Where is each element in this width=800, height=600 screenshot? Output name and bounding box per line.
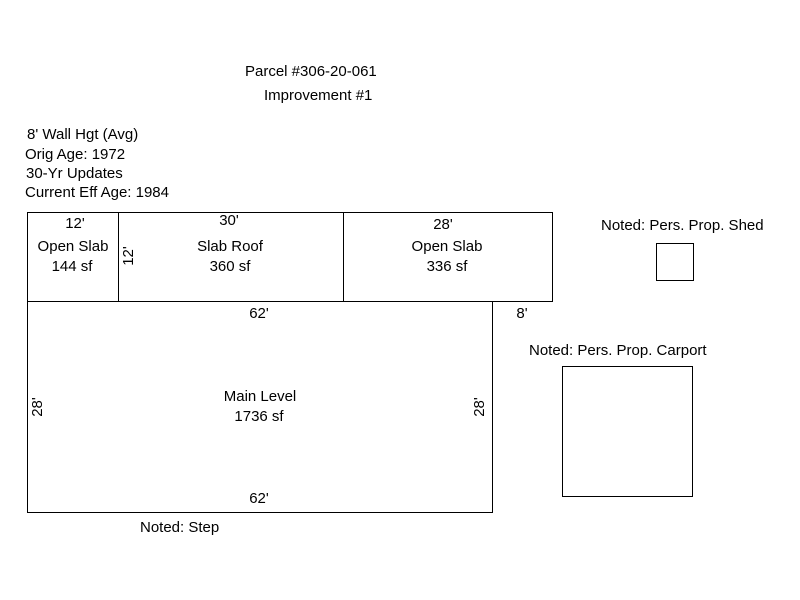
- slab-roof-label: Slab Roof: [197, 238, 263, 255]
- improvement-number: Improvement #1: [264, 87, 373, 104]
- open-slab-right-area-value: 336 sf: [426, 258, 468, 275]
- main-level-right-dim: 28': [471, 397, 488, 417]
- main-level-left-dim: 28': [29, 397, 46, 417]
- main-level-area: [27, 301, 493, 513]
- main-level-bottom-dim: 62': [249, 490, 269, 507]
- open-slab-right-label: Open Slab: [411, 238, 483, 255]
- wall-height: 8' Wall Hgt (Avg): [27, 126, 139, 143]
- main-level-top-dim: 62': [249, 305, 269, 322]
- updates: 30-Yr Updates: [26, 165, 123, 182]
- step-note: Noted: Step: [140, 519, 220, 536]
- slab-roof-width-dim: 30': [219, 212, 239, 229]
- orig-age: Orig Age: 1972: [25, 146, 126, 163]
- carport-note: Noted: Pers. Prop. Carport: [529, 342, 707, 359]
- shed-note: Noted: Pers. Prop. Shed: [601, 217, 764, 234]
- current-eff-age: Current Eff Age: 1984: [25, 184, 169, 201]
- parcel-number: Parcel #306-20-061: [245, 63, 377, 80]
- carport-box: [562, 366, 693, 497]
- open-slab-right-height-dim: 8': [516, 305, 528, 322]
- open-slab-left-label: Open Slab: [37, 238, 109, 255]
- open-slab-left-area-value: 144 sf: [51, 258, 93, 275]
- slab-roof-area-value: 360 sf: [209, 258, 251, 275]
- open-slab-left-width-dim: 12': [65, 215, 85, 232]
- main-level-area-value: 1736 sf: [234, 408, 284, 425]
- main-level-label: Main Level: [223, 388, 297, 405]
- shed-box: [656, 243, 694, 281]
- open-slab-right-width-dim: 28': [433, 216, 453, 233]
